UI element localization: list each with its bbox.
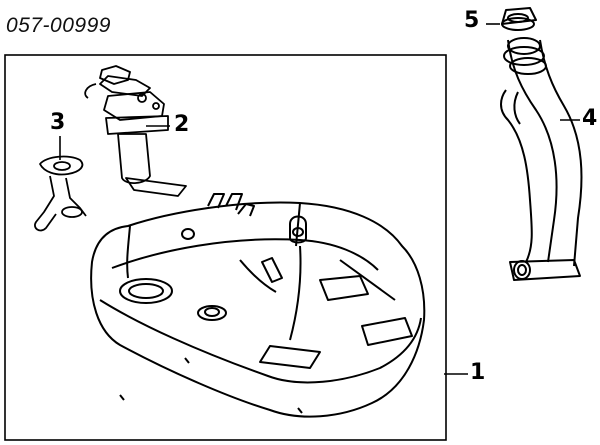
- assembly-frame: [4, 54, 447, 441]
- callout-2: 2: [174, 112, 190, 137]
- reference-number: 057-00999: [6, 14, 111, 37]
- fuel-tank: [90, 193, 426, 418]
- filler-cap: [501, 7, 537, 31]
- filler-pipe: [500, 37, 583, 281]
- fuel-pump: [84, 65, 187, 197]
- callout-1: 1: [470, 360, 486, 385]
- sending-unit: [34, 155, 87, 232]
- callout-3: 3: [50, 110, 66, 135]
- callout-4: 4: [582, 106, 598, 131]
- callout-5: 5: [464, 8, 480, 33]
- leader-lines: [59, 23, 580, 375]
